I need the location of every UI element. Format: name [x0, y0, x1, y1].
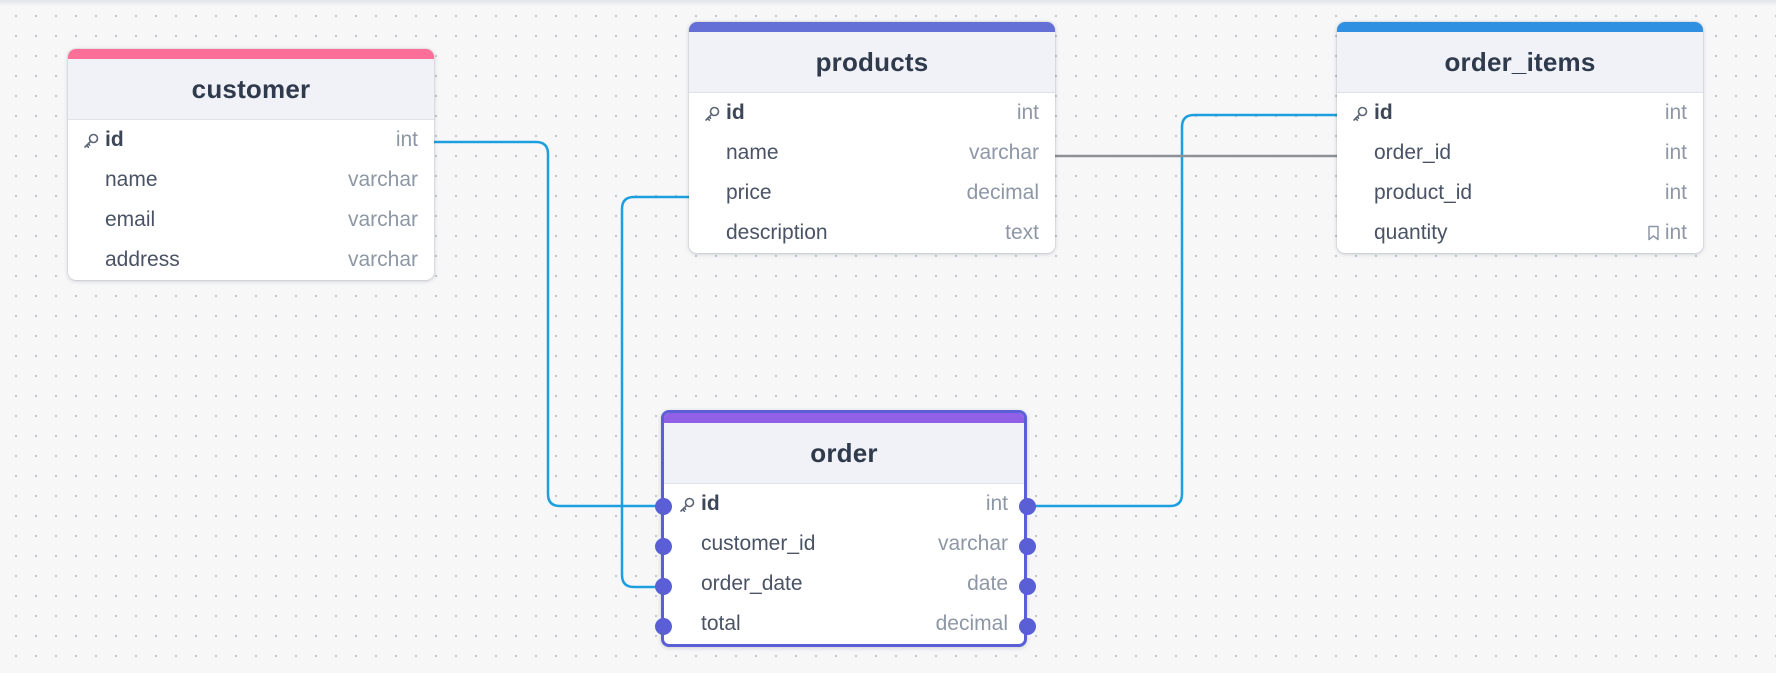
relationship-products-price-to-order-order-date[interactable]: [620, 195, 689, 589]
field-row-id[interactable]: id int: [664, 484, 1024, 524]
field-row-customer-id[interactable]: customer_id varchar: [664, 524, 1024, 564]
bookmark-icon: [1647, 223, 1660, 241]
field-row-price[interactable]: price decimal: [689, 173, 1055, 213]
field-type: varchar: [347, 168, 418, 191]
table-title[interactable]: products: [689, 32, 1055, 93]
table-customer[interactable]: customer id int name varchar email varch…: [68, 49, 434, 280]
field-type: int: [1664, 181, 1687, 204]
field-row-email[interactable]: email varchar: [68, 200, 434, 240]
table-title[interactable]: order: [664, 423, 1024, 484]
connection-handle-right-customer-id[interactable]: [1019, 538, 1036, 555]
field-row-order-id[interactable]: order_id int: [1337, 133, 1703, 173]
field-name: name: [105, 168, 158, 191]
field-name: quantity: [1374, 221, 1448, 244]
field-row-name[interactable]: name varchar: [689, 133, 1055, 173]
table-header-stripe: [68, 49, 434, 59]
field-type: varchar: [968, 141, 1039, 164]
key-icon: [82, 132, 100, 150]
field-name: customer_id: [701, 532, 816, 555]
relationship-order-id-to-order-items-id[interactable]: [1027, 113, 1338, 508]
field-name: id: [1374, 101, 1393, 124]
canvas-top-edge: [0, 0, 1776, 6]
field-type: varchar: [937, 532, 1008, 555]
field-type: int: [395, 128, 418, 151]
connection-handle-left-id[interactable]: [655, 498, 672, 515]
table-header-stripe: [689, 22, 1055, 32]
field-row-quantity[interactable]: quantity int: [1337, 213, 1703, 253]
field-type: varchar: [347, 208, 418, 231]
connection-handle-right-total[interactable]: [1019, 618, 1036, 635]
field-type: text: [1005, 221, 1039, 244]
table-header-stripe: [664, 413, 1024, 423]
field-type: decimal: [935, 612, 1008, 635]
key-icon: [1351, 105, 1369, 123]
field-name: total: [701, 612, 741, 635]
field-name: order_date: [701, 572, 803, 595]
connection-handle-right-id[interactable]: [1019, 498, 1036, 515]
field-type: date: [967, 572, 1008, 595]
field-name: product_id: [1374, 181, 1473, 204]
field-name: name: [726, 141, 779, 164]
field-name: address: [105, 248, 180, 271]
field-name: order_id: [1374, 141, 1452, 164]
field-type: int: [1664, 101, 1687, 124]
connection-handle-left-total[interactable]: [655, 618, 672, 635]
field-row-id[interactable]: id int: [1337, 93, 1703, 133]
field-row-product-id[interactable]: product_id int: [1337, 173, 1703, 213]
field-name: description: [726, 221, 828, 244]
table-title[interactable]: customer: [68, 59, 434, 120]
connection-handle-left-customer-id[interactable]: [655, 538, 672, 555]
field-type: int: [1664, 221, 1687, 244]
field-row-name[interactable]: name varchar: [68, 160, 434, 200]
field-row-description[interactable]: description text: [689, 213, 1055, 253]
key-icon: [678, 496, 696, 514]
field-type: varchar: [347, 248, 418, 271]
field-type: int: [985, 492, 1008, 515]
field-row-address[interactable]: address varchar: [68, 240, 434, 280]
key-icon: [703, 105, 721, 123]
table-header-stripe: [1337, 22, 1703, 32]
field-row-id[interactable]: id int: [68, 120, 434, 160]
field-type: decimal: [966, 181, 1039, 204]
table-order[interactable]: order id int customer_id varchar order_d…: [661, 410, 1027, 647]
field-row-total[interactable]: total decimal: [664, 604, 1024, 644]
connection-handle-right-order-date[interactable]: [1019, 578, 1036, 595]
table-products[interactable]: products id int name varchar price decim…: [689, 22, 1055, 253]
field-type: int: [1016, 101, 1039, 124]
table-title[interactable]: order_items: [1337, 32, 1703, 93]
connection-handle-left-order-date[interactable]: [655, 578, 672, 595]
field-name: id: [701, 492, 720, 515]
field-row-order-date[interactable]: order_date date: [664, 564, 1024, 604]
field-type: int: [1664, 141, 1687, 164]
field-row-id[interactable]: id int: [689, 93, 1055, 133]
field-name: id: [105, 128, 124, 151]
field-name: email: [105, 208, 156, 231]
field-name: price: [726, 181, 772, 204]
relationship-customer-id-to-order-id[interactable]: [434, 140, 663, 508]
field-name: id: [726, 101, 745, 124]
table-order-items[interactable]: order_items id int order_id int product_…: [1337, 22, 1703, 253]
field-type-with-bookmark: int: [1647, 221, 1687, 245]
